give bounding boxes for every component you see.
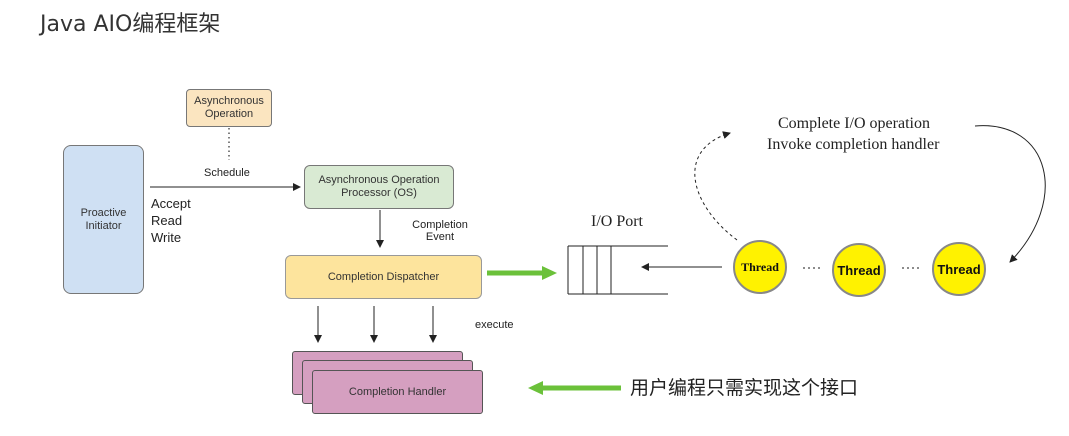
execute-label: execute [475,319,514,331]
proactive-initiator-box: Proactive Initiator [63,145,144,294]
completion-dispatcher-box: Completion Dispatcher [285,255,482,299]
io-port-queue [567,245,668,295]
page-title: Java AIO编程框架 [40,12,221,37]
read-label: Read [151,213,183,228]
completion-event-label: Completion Event [412,219,468,243]
cycle-left-curve [694,131,738,241]
cycle-label-line1: Complete I/O operation [778,115,930,132]
io-port-label: I/O Port [591,213,643,230]
thread-node-1: Thread [733,240,787,294]
cycle-right-curve [974,125,1046,263]
asynchronous-operation-box: Asynchronous Operation [186,89,272,127]
user-note: 用户编程只需实现这个接口 [630,377,859,399]
accept-label: Accept [151,196,191,211]
completion-handler-box: Completion Handler [312,370,483,414]
async-operation-processor-box: Asynchronous Operation Processor (OS) [304,165,454,209]
cycle-label-line2: Invoke completion handler [767,136,940,153]
thread-node-3: Thread [932,242,986,296]
schedule-label: Schedule [204,167,250,179]
thread-node-2: Thread [832,243,886,297]
write-label: Write [151,230,182,245]
